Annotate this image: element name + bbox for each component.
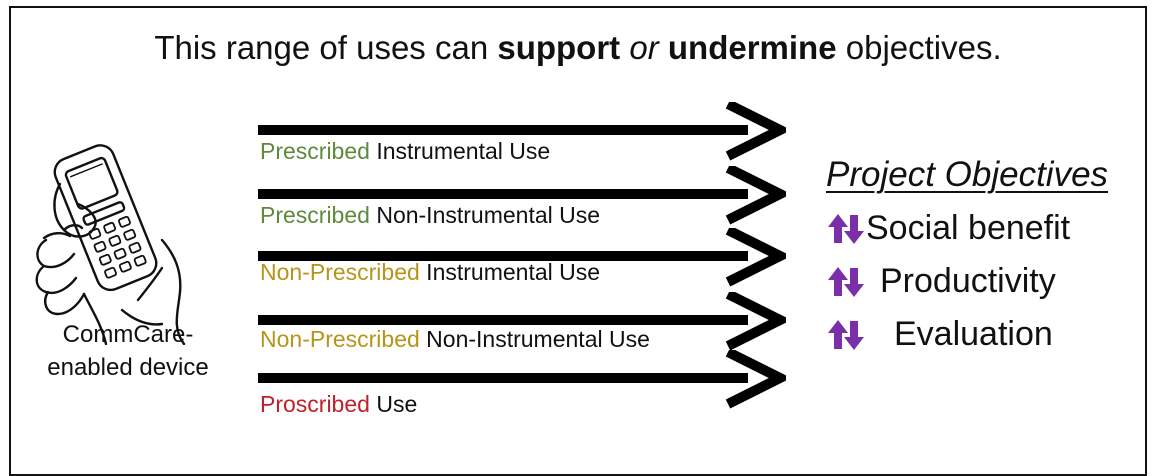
title-or: or <box>629 29 659 66</box>
up-down-arrows-icon <box>828 267 864 297</box>
title-suffix: objectives. <box>836 29 1002 66</box>
up-down-arrows-icon <box>828 214 864 244</box>
use-qualifier: Prescribed <box>260 138 370 164</box>
arrow-3 <box>258 228 786 287</box>
arrow-1 <box>258 102 786 161</box>
device-label-line-2: enabled device <box>47 354 209 381</box>
use-rest: Non-Instrumental Use <box>419 326 650 352</box>
diagram-title: This range of uses can support or underm… <box>0 28 1156 68</box>
use-label-1: Prescribed Instrumental Use <box>260 137 550 165</box>
use-label-4: Non-Prescribed Non-Instrumental Use <box>260 325 650 353</box>
up-down-arrows-icon <box>828 320 864 350</box>
objective-label: Social benefit <box>866 209 1071 247</box>
use-rest: Use <box>369 391 418 417</box>
use-label-3: Non-Prescribed Instrumental Use <box>260 258 600 286</box>
use-rest: Instrumental Use <box>419 259 601 285</box>
arrow-4 <box>258 292 786 351</box>
diagram-frame <box>9 6 1147 476</box>
objective-label: Evaluation <box>894 315 1053 353</box>
device-label-line-1: CommCare- <box>62 321 194 348</box>
device-label: CommCare- enabled device <box>38 318 218 384</box>
objectives-title: Project Objectives <box>826 155 1109 194</box>
use-rest: Non-Instrumental Use <box>369 202 601 228</box>
use-qualifier: Proscribed <box>260 391 370 417</box>
use-label-2: Prescribed Non-Instrumental Use <box>260 201 600 229</box>
use-qualifier: Prescribed <box>260 202 370 228</box>
title-prefix: This range of uses can <box>154 29 498 66</box>
title-support: support <box>497 29 621 66</box>
use-qualifier: Non-Prescribed <box>260 259 420 285</box>
use-rest: Instrumental Use <box>369 138 551 164</box>
arrow-5 <box>258 350 786 409</box>
arrow-2 <box>258 166 786 225</box>
use-qualifier: Non-Prescribed <box>260 326 420 352</box>
title-undermine: undermine <box>667 29 837 66</box>
hand-holding-phone-icon <box>35 144 186 345</box>
objective-label: Productivity <box>880 262 1056 300</box>
use-label-5: Proscribed Use <box>260 390 417 418</box>
